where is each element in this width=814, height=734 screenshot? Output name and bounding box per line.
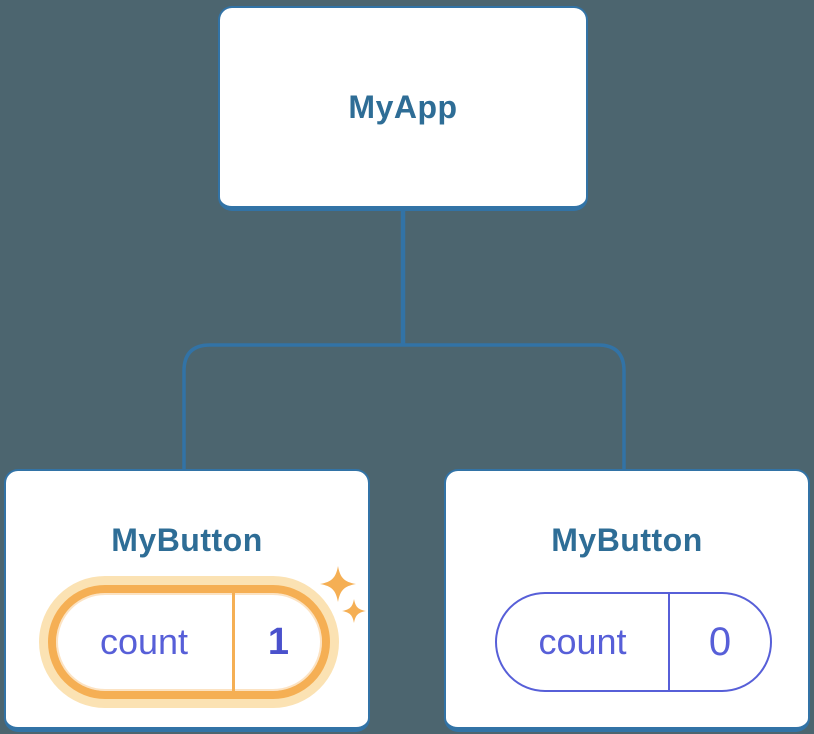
component-node-mybutton-highlighted: MyButton count 1 <box>4 469 370 732</box>
connector-branch <box>182 343 626 473</box>
pill-divider <box>232 593 235 691</box>
component-name: MyApp <box>348 88 458 125</box>
state-value: 0 <box>708 619 732 664</box>
pill-divider <box>668 594 670 690</box>
sparkle-icon <box>320 566 356 602</box>
state-value: 1 <box>267 620 290 663</box>
component-name: MyButton <box>551 522 703 558</box>
component-name: MyButton <box>111 522 263 558</box>
sparkle-icon <box>342 599 366 623</box>
component-node-mybutton-plain: MyButton count 0 <box>444 469 810 732</box>
state-key-label: count <box>99 621 189 662</box>
state-pill-highlighted: count 1 <box>48 585 330 699</box>
state-key-label: count <box>538 621 627 662</box>
component-node-myapp: MyApp <box>218 6 588 211</box>
state-pill: count 0 <box>495 592 772 692</box>
